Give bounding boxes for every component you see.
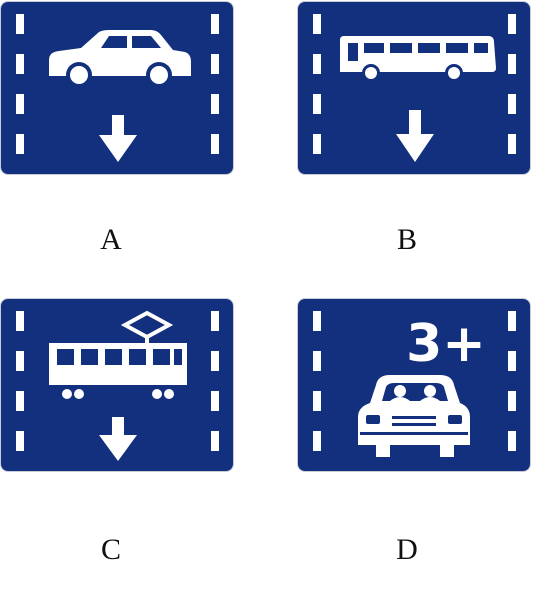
lane-markings-right: [211, 14, 219, 154]
car-front-icon: [358, 375, 470, 457]
sign-c-tram-lane: [0, 298, 234, 472]
down-arrow-icon: [396, 110, 434, 162]
tram-icon: [49, 310, 187, 399]
down-arrow-icon: [99, 115, 137, 162]
sign-a-car-lane: [0, 1, 234, 175]
sign-b-bus-lane: [297, 1, 531, 175]
down-arrow-icon: [99, 417, 137, 461]
car-icon: [49, 30, 191, 88]
option-label-a: A: [100, 223, 122, 256]
occupancy-text: 3+: [406, 314, 486, 374]
option-label-b: B: [396, 223, 417, 256]
option-label-d: D: [396, 533, 418, 566]
option-label-c: C: [100, 533, 121, 566]
lane-markings-left: [16, 14, 24, 154]
sign-d-multi-occupant-lane: 3+: [297, 298, 531, 472]
bus-icon: [340, 36, 496, 82]
